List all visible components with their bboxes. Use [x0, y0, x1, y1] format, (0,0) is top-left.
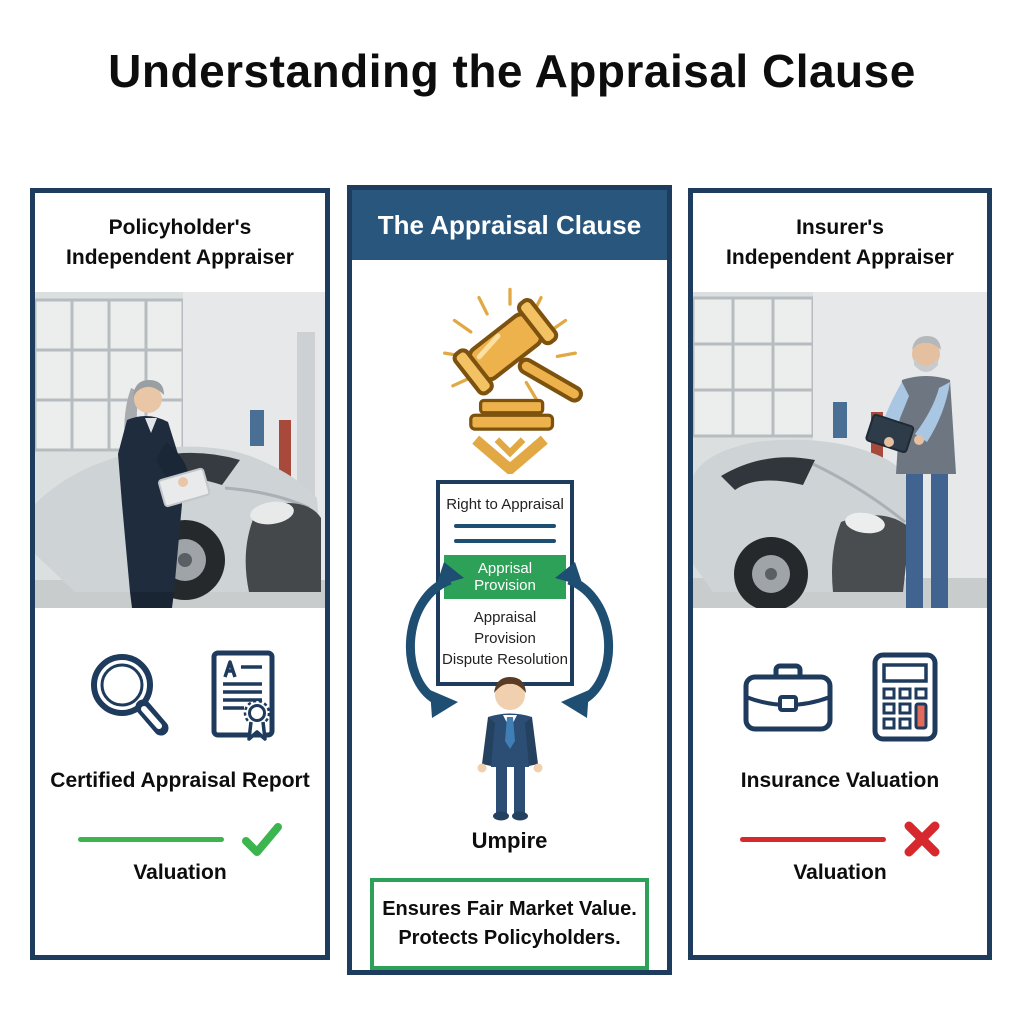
heading-line: Policyholder's: [108, 216, 252, 239]
curved-arrow-right-icon: [555, 562, 614, 718]
page-title: Understanding the Appraisal Clause: [108, 45, 916, 97]
female-appraiser-photo: [35, 292, 325, 608]
benefit-statement-box: Ensures Fair Market Value. Protects Poli…: [370, 878, 649, 970]
gavel-icon: [410, 278, 610, 477]
certificate-icon: [211, 650, 275, 741]
heading-line: Independent Appraiser: [66, 246, 294, 269]
insurer-panel-heading: Insurer's Independent Appraiser: [693, 213, 987, 273]
valuation-label: Valuation: [793, 861, 887, 884]
policyholder-valuation-status: [35, 817, 325, 861]
briefcase-icon: [743, 663, 833, 732]
doc-item: Dispute Resolution: [442, 651, 568, 668]
heading-line: Independent Appraiser: [726, 246, 954, 269]
umpire-label: Umpire: [471, 828, 548, 853]
right-icons-row: [693, 645, 987, 749]
policyholder-panel-heading: Policyholder's Independent Appraiser: [35, 213, 325, 273]
insurer-appraiser-panel: Insurer's Independent Appraiser: [688, 188, 992, 960]
gavel-graphic: [442, 287, 583, 477]
garage-scene-right: [693, 292, 987, 608]
doc-rule-line: [454, 539, 556, 543]
magnifier-icon: [91, 654, 169, 736]
checkmark-icon: [242, 823, 282, 856]
umpire-person-icon: [477, 677, 542, 821]
policyholder-appraiser-panel: Policyholder's Independent Appraiser: [30, 188, 330, 960]
highlighted-provision: Apprisal Provision: [444, 555, 566, 599]
insurance-valuation-label: Insurance Valuation: [740, 769, 940, 792]
appraisal-clause-panel: The Appraisal Clause: [347, 185, 672, 975]
certified-report-label: Certified Appraisal Report: [50, 769, 310, 792]
doc-rule-line: [454, 524, 556, 528]
green-underline: [78, 836, 224, 842]
male-appraiser-photo: [693, 292, 987, 608]
umpire-figure: [462, 674, 558, 824]
appraisal-clause-header: The Appraisal Clause: [352, 190, 667, 260]
heading-line: Insurer's: [796, 216, 884, 239]
left-icons-row: [35, 645, 325, 749]
insurer-valuation-status: [693, 817, 987, 861]
benefit-line: Protects Policyholders.: [398, 927, 621, 949]
doc-item: Appraisal Provision: [473, 609, 537, 647]
garage-scene-left: [35, 292, 325, 608]
benefit-line: Ensures Fair Market Value.: [382, 898, 637, 920]
valuation-label: Valuation: [133, 861, 227, 884]
calculator-icon: [872, 652, 938, 742]
x-icon: [904, 821, 940, 857]
curved-arrow-left-icon: [405, 562, 464, 718]
doc-title: Right to Appraisal: [446, 496, 564, 513]
down-arrow-icon: [471, 435, 548, 477]
red-underline: [740, 836, 886, 842]
